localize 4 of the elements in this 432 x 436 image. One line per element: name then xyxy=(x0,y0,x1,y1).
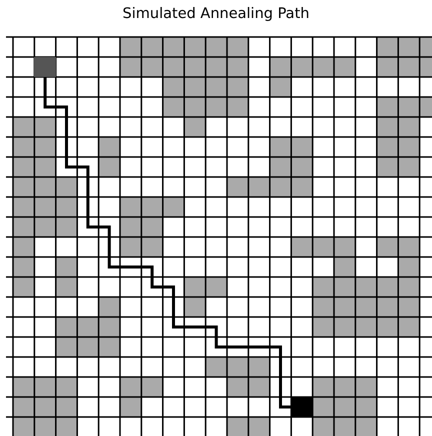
chart-title: Simulated Annealing Path xyxy=(122,6,310,22)
path-line xyxy=(44,77,292,408)
start-cell xyxy=(34,57,56,77)
goal-cell xyxy=(291,397,313,417)
